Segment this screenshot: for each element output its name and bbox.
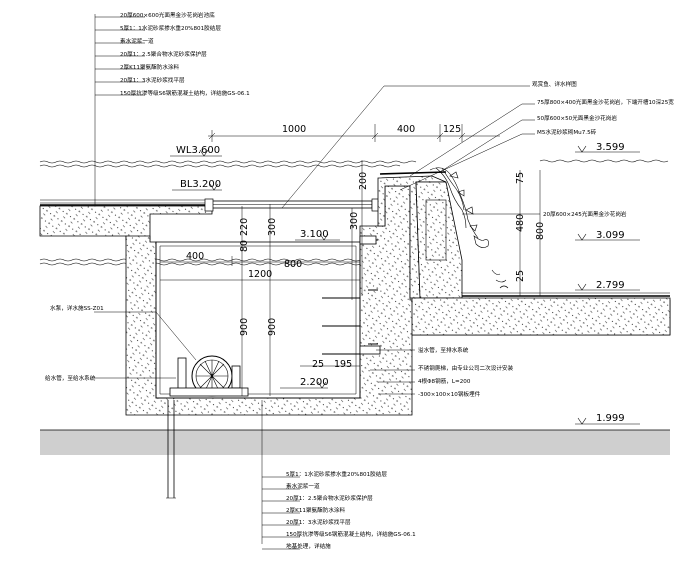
leader-lines bbox=[94, 14, 540, 550]
dim-label: 80 bbox=[239, 240, 250, 252]
mid-right-note: 不锈钢爬梯，由专业公司二次设计安装 bbox=[418, 364, 514, 372]
dim-label: 300 bbox=[349, 212, 360, 230]
right-notes: 观赏鱼、详水样图 75厚800×400光面黑金沙花岗岩，下端开槽10深25宽 5… bbox=[532, 80, 674, 218]
dim-label: 125 bbox=[443, 124, 461, 135]
top-note: 20厚1：3水泥砂浆找平层 bbox=[120, 76, 185, 84]
dim-label: 200 bbox=[358, 172, 369, 190]
lower-pool-floor bbox=[411, 297, 671, 336]
elevation-labels: WL3.600 BL3.200 3.599 3.100 3.099 2.799 … bbox=[176, 142, 625, 424]
supply-pipe bbox=[166, 400, 176, 499]
right-note: 75厚800×400光面黑金沙花岗岩，下端开槽10深25宽 bbox=[537, 98, 674, 106]
dimension-labels: 1000 400 125 200 220 300 80 400 800 1200… bbox=[186, 124, 546, 370]
right-note: 观赏鱼、详水样图 bbox=[532, 80, 577, 88]
dim-label: 400 bbox=[397, 124, 415, 135]
elevation-markers bbox=[170, 145, 640, 425]
planter-wall bbox=[377, 175, 447, 299]
dim-label: 1000 bbox=[282, 124, 306, 135]
top-note: 20厚600×600光面黑金沙花岗岩池底 bbox=[120, 11, 215, 19]
dim-label: 195 bbox=[334, 359, 352, 370]
elevation-label-bl: BL3.200 bbox=[180, 179, 221, 190]
dim-label: 25 bbox=[312, 359, 324, 370]
bottom-note: 5厚1：1水泥砂浆掺水重20%801胶结层 bbox=[286, 470, 387, 478]
bottom-note: 地基处理，详结施 bbox=[286, 542, 331, 550]
bottom-note: 2厚K11聚氨酯防水涂料 bbox=[286, 506, 346, 514]
elevation-label: 3.099 bbox=[596, 230, 625, 241]
bottom-note: 素水泥浆一道 bbox=[286, 482, 320, 490]
ground-band bbox=[40, 430, 670, 455]
dim-label: 900 bbox=[267, 318, 278, 336]
dim-label: 1200 bbox=[248, 269, 272, 280]
elevation-label-wl: WL3.600 bbox=[176, 145, 220, 156]
dim-label: 300 bbox=[267, 218, 278, 236]
right-note: 50厚600×50光面黑金沙花岗岩 bbox=[537, 114, 617, 122]
bottom-note: 150厚抗渗等级S6钢筋混凝土结构，详结施GS-06.1 bbox=[286, 530, 416, 538]
bottom-notes: 5厚1：1水泥砂浆掺水重20%801胶结层 素水泥浆一道 20厚1：2.5聚合物… bbox=[286, 470, 416, 550]
right-note-lower: 20厚600×245光面黑金沙花岗岩 bbox=[543, 210, 627, 218]
upper-pool-slab bbox=[39, 205, 213, 241]
dimension-lines bbox=[155, 124, 541, 396]
elevation-label: 3.599 bbox=[596, 142, 625, 153]
dim-label: 800 bbox=[535, 222, 546, 240]
dim-label: 75 bbox=[515, 172, 526, 184]
bottom-note: 20厚1：3水泥砂浆找平层 bbox=[286, 518, 351, 526]
pipe-note: 给水管，至给水系统 bbox=[45, 374, 96, 382]
top-note: 5厚1：1水泥砂浆掺水重20%801胶结层 bbox=[120, 24, 221, 32]
dim-label: 400 bbox=[186, 251, 204, 262]
top-note: 20厚1：2.5聚合物水泥砂浆保护层 bbox=[120, 50, 207, 58]
top-note: 150厚抗渗等级S6钢筋混凝土结构，详结施GS-06.1 bbox=[120, 89, 250, 97]
dim-label: 900 bbox=[239, 318, 250, 336]
right-note: M5水泥砂浆砌Mu7.5砖 bbox=[537, 128, 597, 136]
dim-label: 480 bbox=[515, 214, 526, 232]
dim-label: 220 bbox=[239, 218, 250, 236]
elevation-label: 1.999 bbox=[596, 413, 625, 424]
mid-right-note: -300×100×10钢板埋件 bbox=[418, 390, 481, 398]
mid-right-notes: 溢水管，至排水系统 不锈钢爬梯，由专业公司二次设计安装 4根Φ8钢筋，L=200… bbox=[418, 346, 514, 398]
elevation-label: 2.200 bbox=[300, 377, 329, 388]
mid-right-note: 4根Φ8钢筋，L=200 bbox=[418, 377, 471, 385]
elevation-label: 3.100 bbox=[300, 229, 329, 240]
top-notes: 20厚600×600光面黑金沙花岗岩池底 5厚1：1水泥砂浆掺水重20%801胶… bbox=[120, 11, 250, 97]
elevation-label: 2.799 bbox=[596, 280, 625, 291]
dim-label: 800 bbox=[284, 259, 302, 270]
bottom-note: 20厚1：2.5聚合物水泥砂浆保护层 bbox=[286, 494, 373, 502]
pump-note: 水泵，详水施SS-Z01 bbox=[50, 304, 104, 312]
mid-right-note: 溢水管，至排水系统 bbox=[418, 346, 469, 354]
top-note: 2厚K11聚氨酯防水涂料 bbox=[120, 63, 180, 71]
dim-label: 25 bbox=[515, 270, 526, 282]
top-note: 素水泥浆一道 bbox=[120, 37, 154, 45]
pump-unit bbox=[169, 355, 249, 397]
